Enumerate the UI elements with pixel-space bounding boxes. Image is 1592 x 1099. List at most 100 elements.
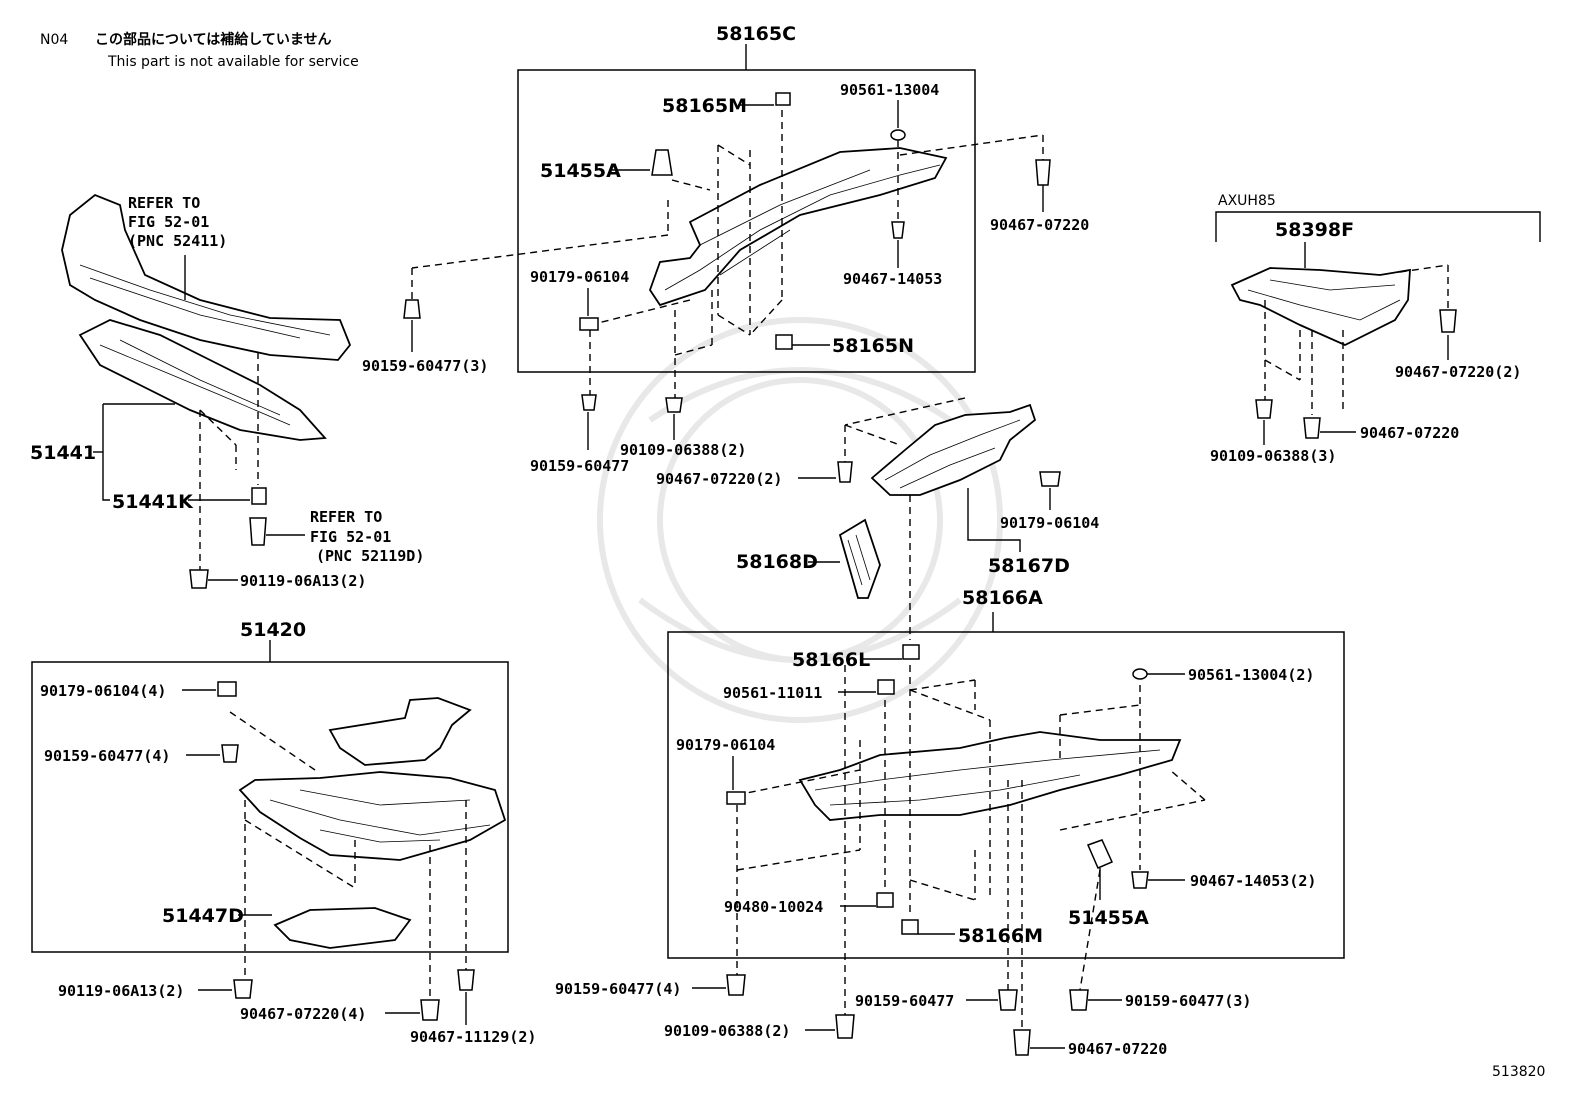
label-90159-60477-3-top: 90159-60477(3)	[362, 357, 488, 375]
bolt-90119-06a13-bottom-icon	[233, 979, 253, 999]
bolt-90467-07220-4-icon	[420, 999, 440, 1021]
label-58165n: 58165N	[832, 335, 914, 357]
clip-90467-07220-2-right-icon	[1439, 309, 1457, 333]
group-box-58166a	[667, 631, 1345, 959]
clip-90467-07220-bottom-icon	[1013, 1029, 1031, 1056]
part-51441-undercover-shape	[78, 319, 327, 441]
label-90467-07220-bottom: 90467-07220	[1068, 1040, 1167, 1058]
label-refer2-c: (PNC 52119D)	[316, 547, 424, 565]
clip-90467-07220-icon	[1035, 159, 1051, 186]
label-90179-06104-mid: 90179-06104	[1000, 514, 1099, 532]
clip-58166m-icon	[901, 919, 919, 935]
label-51447d: 51447D	[162, 905, 244, 927]
bracket-51455a-bottom-icon	[1086, 839, 1113, 869]
clip-58165n-icon	[775, 334, 793, 350]
nut-90179-06104-mid-icon	[1039, 471, 1061, 487]
header-code: N04	[40, 32, 68, 48]
label-90467-07220-right: 90467-07220	[1360, 424, 1459, 442]
label-90467-14053-2: 90467-14053(2)	[1190, 872, 1316, 890]
label-58165m: 58165M	[662, 95, 747, 117]
diagram-id: 513820	[1492, 1064, 1545, 1080]
label-refer2-b: FIG 52-01	[310, 528, 391, 546]
label-90467-14053-top: 90467-14053	[843, 270, 942, 288]
bolt-refer2-icon	[249, 517, 267, 546]
label-90480-10024: 90480-10024	[724, 898, 823, 916]
header-note-ja: この部品については補給していません	[95, 31, 331, 48]
bolt-90109-06388-2-bottom-icon	[835, 1014, 855, 1039]
bolt-90109-06388-icon	[665, 397, 683, 413]
part-58167d-shape	[870, 403, 1037, 496]
label-90467-07220-2-right: 90467-07220(2)	[1395, 363, 1521, 381]
label-90109-06388-2-bottom: 90109-06388(2)	[664, 1022, 790, 1040]
nut-90179-06104-icon	[579, 317, 599, 331]
part-58398f-shape	[1230, 267, 1411, 346]
washer-90561-13004-2-icon	[1132, 668, 1148, 680]
label-90179-06104-top: 90179-06104	[530, 268, 629, 286]
label-51441: 51441	[30, 442, 96, 464]
clip-58165m-icon	[775, 92, 791, 106]
part-58168d-shape	[838, 518, 881, 599]
label-58167d: 58167D	[988, 555, 1070, 577]
header-note-en: This part is not available for service	[107, 54, 359, 70]
part-51420-shape	[238, 697, 507, 949]
bolt-90109-06388-3-icon	[1255, 399, 1273, 419]
label-51420: 51420	[240, 619, 306, 641]
label-90109-06388-3: 90109-06388(3)	[1210, 447, 1336, 465]
label-90467-11129-2: 90467-11129(2)	[410, 1028, 536, 1046]
nut-90179-06104-4-icon	[217, 681, 237, 697]
watermark-emblem	[597, 317, 1003, 723]
clip-90467-07220-right-icon	[1303, 417, 1321, 439]
label-90467-07220-2-mid: 90467-07220(2)	[656, 470, 782, 488]
label-90179-06104-box: 90179-06104	[676, 736, 775, 754]
label-90119-06a13-2-bottom: 90119-06A13(2)	[58, 982, 184, 1000]
label-90159-60477-mid: 90159-60477	[530, 457, 629, 475]
clip-90480-10024-icon	[876, 892, 894, 908]
bracket-51455a-icon	[651, 149, 673, 176]
part-front-bumper-shape	[61, 193, 352, 361]
label-51455a-bottom: 51455A	[1068, 907, 1149, 929]
label-58166l: 58166L	[792, 649, 870, 671]
washer-icon	[890, 129, 906, 141]
nut-90179-06104-box-icon	[726, 791, 746, 805]
label-58166a: 58166A	[962, 587, 1043, 609]
part-58165c-shape	[649, 147, 948, 307]
label-51441k: 51441K	[112, 491, 194, 513]
label-90561-13004: 90561-13004	[840, 81, 939, 99]
clip-90467-07220-2-icon	[837, 461, 853, 483]
label-refer2-a: REFER TO	[310, 508, 382, 526]
clip-58166l-icon	[902, 644, 920, 660]
part-58166a-shape	[798, 731, 1182, 821]
label-90159-60477-3-bottom: 90159-60477(3)	[1125, 992, 1251, 1010]
variant-label-axuh85: AXUH85	[1218, 193, 1276, 209]
label-90561-13004-2: 90561-13004(2)	[1188, 666, 1314, 684]
label-90159-60477-4-bottom: 90159-60477(4)	[555, 980, 681, 998]
bolt-90159-60477-icon	[581, 394, 597, 411]
label-90561-11011: 90561-11011	[723, 684, 822, 702]
label-58166m: 58166M	[958, 925, 1043, 947]
label-90179-06104-4: 90179-06104(4)	[40, 682, 166, 700]
label-58168d: 58168D	[736, 551, 818, 573]
bolt-90467-11129-icon	[457, 969, 475, 991]
label-58398f: 58398F	[1275, 219, 1354, 241]
label-refer1-c: (PNC 52411)	[128, 232, 227, 250]
label-refer1-a: REFER TO	[128, 194, 200, 212]
label-51455a-top: 51455A	[540, 160, 621, 182]
bolt-90159-60477-4-left-icon	[221, 744, 239, 763]
clip-90467-14053-2-icon	[1131, 871, 1149, 889]
label-90119-06a13-2-top: 90119-06A13(2)	[240, 572, 366, 590]
clip-90561-11011-icon	[877, 679, 895, 695]
clip-51441k-icon	[251, 487, 267, 505]
bolt-90159-60477-3-bottom-icon	[1069, 989, 1089, 1011]
bolt-90159-60477-4-bottom-icon	[726, 974, 746, 996]
label-90467-07220-4: 90467-07220(4)	[240, 1005, 366, 1023]
label-90467-07220-topright: 90467-07220	[990, 216, 1089, 234]
label-90109-06388-2-mid: 90109-06388(2)	[620, 441, 746, 459]
bolt-90119-06a13-icon	[189, 569, 209, 589]
label-refer1-b: FIG 52-01	[128, 213, 209, 231]
bolt-90159-60477-bottom-icon	[998, 989, 1018, 1011]
bolt-90159-60477-3-icon	[403, 299, 421, 319]
label-90159-60477-bottom: 90159-60477	[855, 992, 954, 1010]
clip-90467-14053-icon	[891, 221, 905, 239]
label-58165c: 58165C	[716, 23, 796, 45]
